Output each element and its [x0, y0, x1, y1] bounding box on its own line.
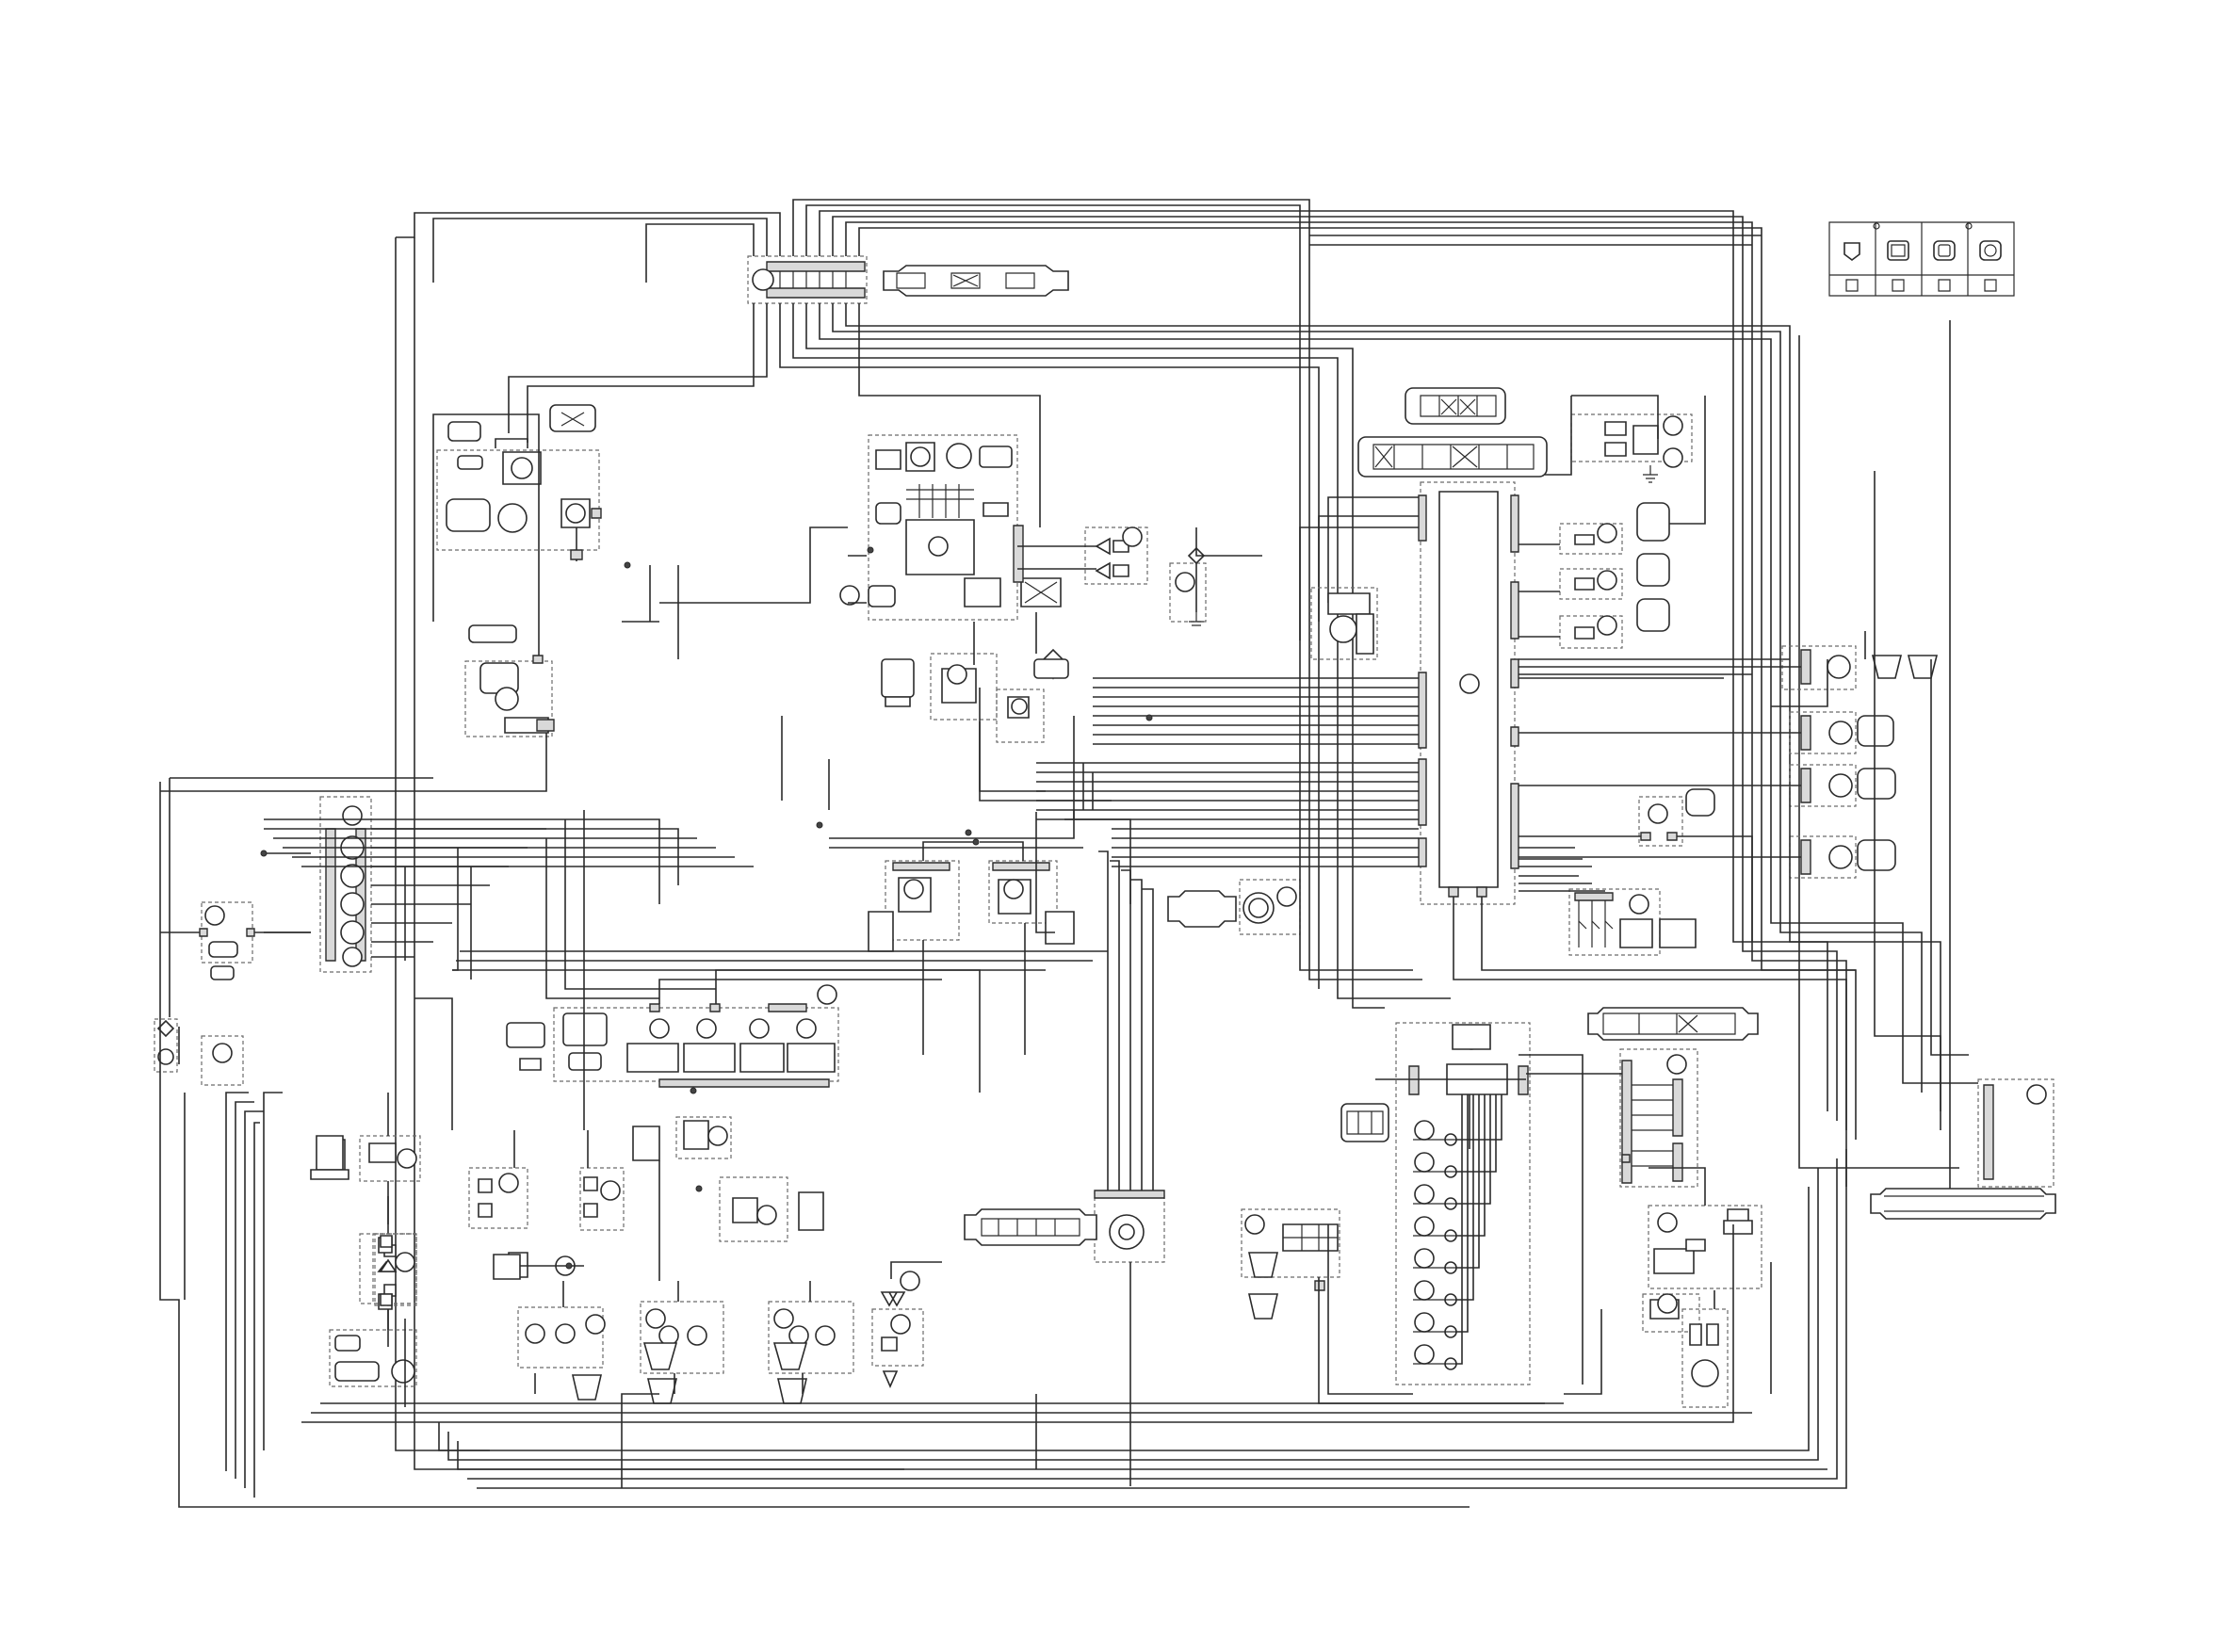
wire-bundle-top [396, 200, 1969, 1469]
handlebar-switch-right [469, 1117, 823, 1281]
legend-box [1829, 222, 2014, 296]
horn [1168, 880, 1300, 934]
junction-dots [261, 547, 1152, 1269]
meter-assembly [1375, 1023, 1530, 1385]
connector-group-left-top [437, 405, 601, 561]
switch-left-upper [154, 1019, 243, 1085]
connector-symbol-a-icon [1844, 243, 1860, 260]
handlebar-switch-left-lower [375, 1234, 416, 1305]
meter-connector [1341, 1104, 1389, 1142]
switch-panel [507, 970, 1046, 1087]
relay-stack-right [1519, 1049, 1697, 1319]
sensor-cluster-right [1519, 396, 1705, 648]
diode-pair [1017, 527, 1147, 584]
connector-symbol-d-icon [1980, 241, 2001, 260]
regulator-left [311, 1136, 520, 1279]
connector-symbol-b-icon [1888, 241, 1908, 260]
lighting-group-bottom [518, 1262, 942, 1403]
relay-group-center [882, 612, 1068, 791]
control-unit-center-top [840, 435, 1061, 620]
main-harness-junction-top [748, 256, 867, 303]
switch-small-center [1170, 527, 1262, 622]
connector-left-mid [160, 902, 311, 980]
starter-motor [965, 851, 1164, 1262]
fuse-box [1242, 1209, 1564, 1403]
battery-group [1643, 1168, 1762, 1407]
ecu-connector-strip [1358, 388, 1547, 477]
throttle-body [1311, 588, 1377, 659]
connector-group-left-mid [160, 414, 554, 791]
harness-connector-top [884, 266, 1068, 296]
bottom-right-harness-connector [1588, 1008, 2055, 1219]
wire-network [160, 471, 1978, 1507]
indicator-lamp-column [1413, 1094, 1502, 1369]
relay-pair-center [869, 842, 1074, 1055]
relay-group-right [1519, 876, 1696, 955]
ground-symbol-icon [1189, 465, 1658, 625]
connector-symbol-c-icon [1934, 241, 1955, 260]
